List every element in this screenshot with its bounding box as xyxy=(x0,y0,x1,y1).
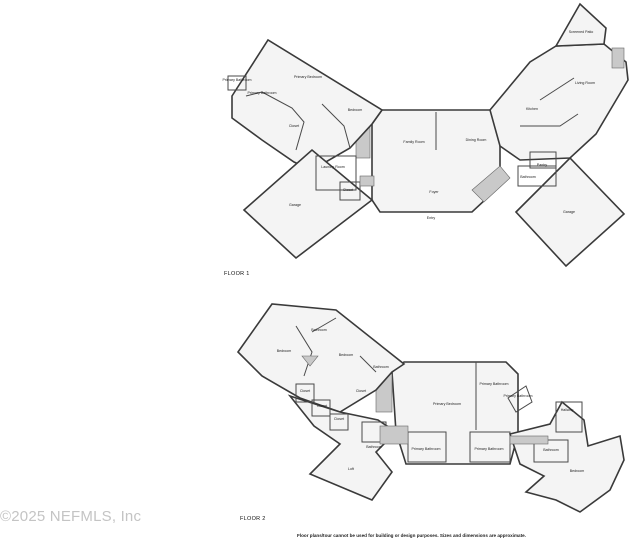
room-label: Primary Bathroom xyxy=(412,447,441,451)
room-label: Family Room xyxy=(403,140,424,144)
room-label: Bedroom xyxy=(348,108,363,112)
room-label: Pantry xyxy=(537,163,548,167)
east-garage-wing xyxy=(514,156,626,268)
room-label: Foyer xyxy=(429,190,439,194)
room-label: Garage xyxy=(289,203,301,207)
room-label: Bathroom xyxy=(520,175,536,179)
disclaimer-text: Floor plans/tour cannot be used for buil… xyxy=(297,533,526,538)
room-label: Primary Bathroom xyxy=(504,394,533,398)
room-label: Bathroom xyxy=(311,328,327,332)
room-label: Bedroom xyxy=(277,349,292,353)
room-label: Closet xyxy=(334,417,344,421)
room-label: Closet xyxy=(300,389,310,393)
primary-suite-wing xyxy=(231,38,384,171)
room-label: Loft xyxy=(348,467,354,471)
room-label: Entry xyxy=(427,216,436,220)
floor-2-labels: Bedroom Bathroom Bedroom Bathroom Closet… xyxy=(277,328,585,473)
room-label: Closet xyxy=(356,389,366,393)
room-label: Primary Bathroom xyxy=(480,382,509,386)
room-label: Bathroom xyxy=(366,445,382,449)
copyright-watermark: ©2025 NEFMLS, Inc xyxy=(0,508,142,525)
room-label: Primary Bathroom xyxy=(248,91,277,95)
room-label: Primary Bedroom xyxy=(433,402,461,406)
room-label: Kitchen xyxy=(526,107,538,111)
floor-2-plan xyxy=(236,303,625,513)
south-bedrooms-wing xyxy=(508,400,625,513)
north-bedrooms-wing xyxy=(236,303,406,413)
room-label: Closet xyxy=(317,404,327,408)
room-label: Bathroom xyxy=(543,448,559,452)
west-garage-wing xyxy=(242,148,374,260)
room-label: Screened Patio xyxy=(569,30,594,34)
room-label: Closet xyxy=(289,124,299,128)
kitchen-living-wing xyxy=(489,43,629,161)
room-label: Dining Room xyxy=(466,138,487,142)
room-label: Bedroom xyxy=(339,353,354,357)
room-label: Laundry Room xyxy=(321,165,345,169)
room-label: Bathroom xyxy=(373,365,389,369)
floor-1-plan xyxy=(227,2,629,268)
screened-patio xyxy=(554,2,607,47)
room-label: Garage xyxy=(563,210,575,214)
floor-1-label: FLOOR 1 xyxy=(224,271,250,277)
room-label: Primary Bedroom xyxy=(294,75,322,79)
room-label: Living Room xyxy=(575,81,595,85)
room-label: Hallway xyxy=(561,408,574,412)
floor-1-labels: Screened Patio Living Room Kitchen Pantr… xyxy=(223,30,595,220)
room-label: Primary Bathroom xyxy=(475,447,504,451)
room-label: Primary Bathroom xyxy=(223,78,252,82)
floor-2-label: FLOOR 2 xyxy=(240,516,266,522)
room-label: Closet xyxy=(343,188,353,192)
room-label: Bedroom xyxy=(570,469,585,473)
